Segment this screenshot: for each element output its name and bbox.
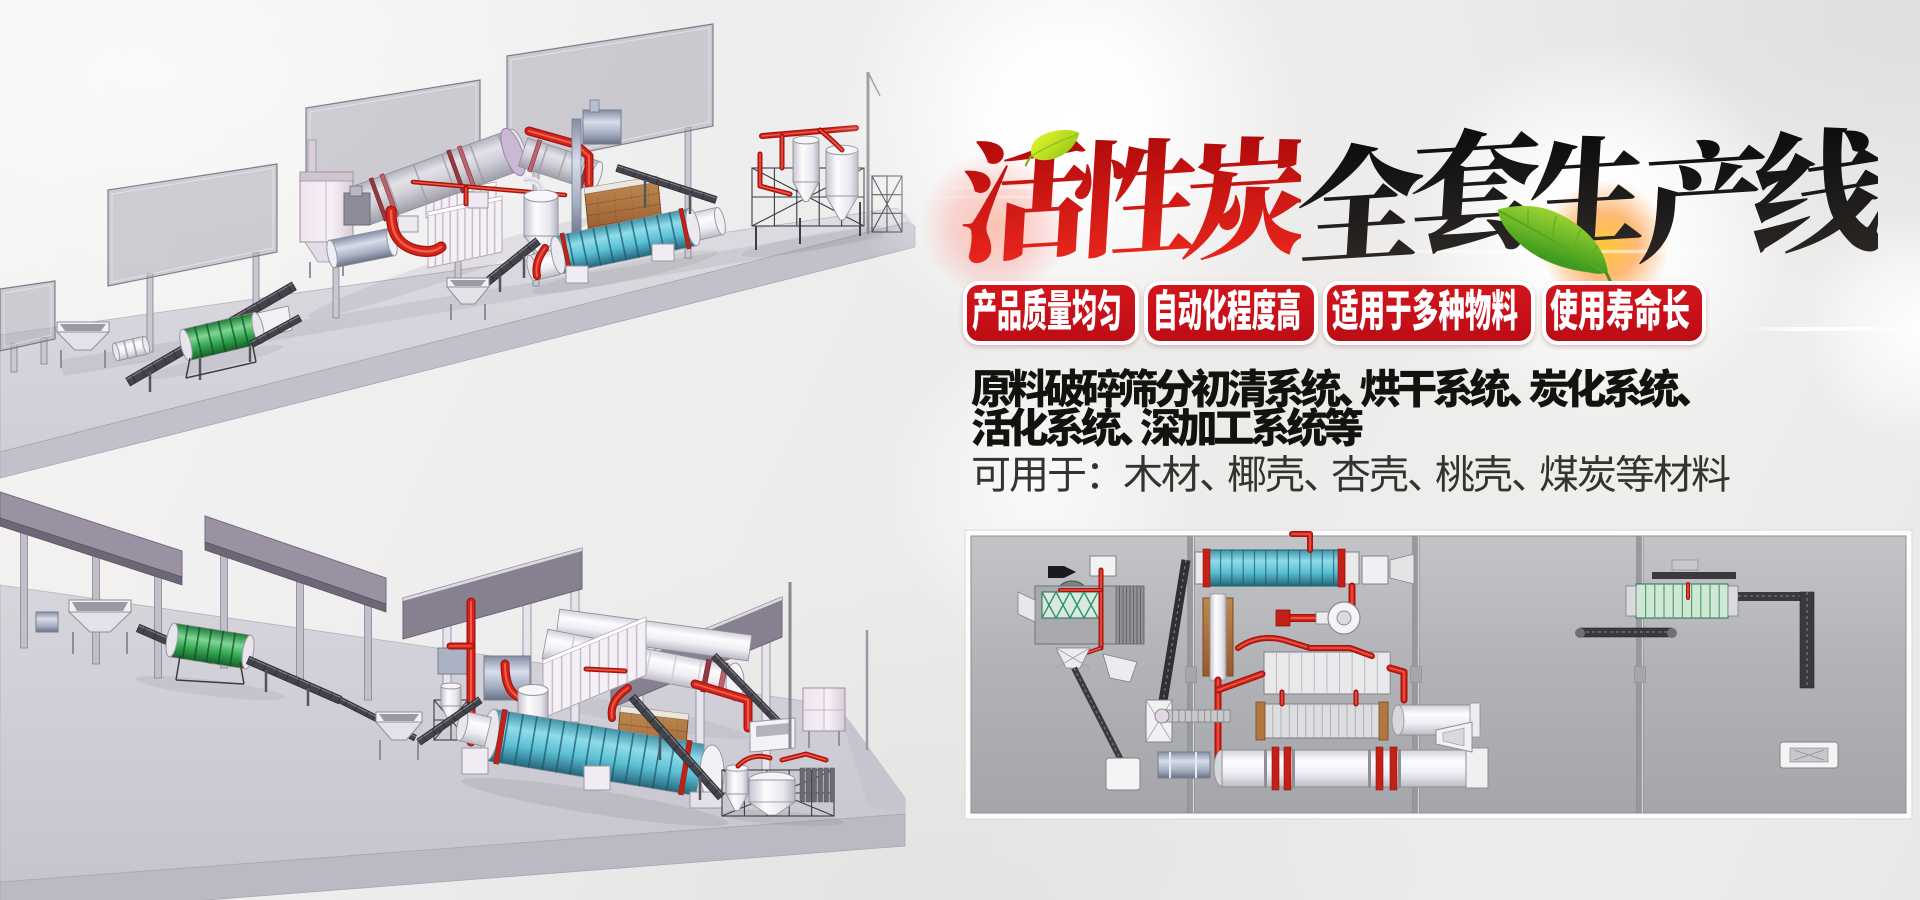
red-pipe xyxy=(757,151,793,197)
collection-bin xyxy=(749,717,796,753)
scene-bottom-production-line xyxy=(0,491,906,900)
panel-conveyor xyxy=(1071,666,1141,791)
badge-lifespan xyxy=(1542,281,1706,345)
tower-tank xyxy=(792,135,820,202)
dryer-drum-rear xyxy=(555,608,753,662)
panel-divider xyxy=(1634,535,1646,814)
red-pipe-elbow xyxy=(385,205,447,257)
panel-fan xyxy=(1275,601,1361,635)
title-black-text xyxy=(1292,118,1878,281)
panel-air-duct xyxy=(1435,721,1473,753)
panel-settling-chamber xyxy=(1263,651,1391,695)
cyclone-tank xyxy=(440,682,462,722)
feed-hopper xyxy=(55,321,111,368)
badge-materials xyxy=(1323,281,1535,345)
badge-label xyxy=(1548,279,1700,347)
red-pipe xyxy=(532,244,549,280)
cyclone-group xyxy=(721,751,835,817)
red-pipe xyxy=(1289,531,1313,553)
incline-conveyor xyxy=(416,696,483,746)
red-pipe xyxy=(1214,670,1266,694)
badge-automation xyxy=(1144,281,1318,345)
red-pipe xyxy=(779,751,829,763)
red-pipe xyxy=(1386,664,1408,704)
materials-line xyxy=(969,445,1739,508)
feeder-motor xyxy=(35,611,59,633)
canopy-roof xyxy=(204,515,387,701)
panel-hopper xyxy=(1102,653,1138,683)
wall-panel xyxy=(107,163,278,353)
feed-hopper xyxy=(67,599,133,654)
red-pipe xyxy=(690,679,753,733)
leaf-small-icon xyxy=(1024,129,1080,167)
red-pipe xyxy=(1307,645,1375,659)
panel-rotary-screen xyxy=(1255,689,1389,741)
mid-hopper xyxy=(445,277,491,320)
badge-label xyxy=(1330,279,1528,347)
badge-label xyxy=(1151,279,1311,347)
badge-quality xyxy=(963,281,1139,345)
discharge-conveyor xyxy=(628,693,725,801)
mini-drum xyxy=(112,335,150,362)
steep-conveyor xyxy=(483,237,542,292)
red-pipe-main xyxy=(524,126,594,189)
red-pipe xyxy=(735,753,773,769)
drum-support xyxy=(397,215,419,233)
scene-top-production-line xyxy=(0,23,916,479)
panel-right-line xyxy=(1575,559,1839,769)
drum-ring xyxy=(493,708,508,765)
drum-ring xyxy=(379,173,400,218)
cyan-stub-left xyxy=(455,710,492,748)
drum-head-box xyxy=(343,185,371,226)
description-line-1 xyxy=(969,359,1708,408)
crusher-screen-top xyxy=(1017,555,1145,669)
red-pipe xyxy=(1235,635,1313,651)
panel-screw-conveyor xyxy=(1154,708,1231,724)
screen-stand xyxy=(175,655,245,685)
activation-drum-cyan xyxy=(550,207,701,275)
title-red-text xyxy=(956,118,1301,283)
drum-ring xyxy=(678,207,692,250)
drum-pedestal xyxy=(565,243,675,284)
panel-cyan-drum xyxy=(1194,531,1415,622)
drum-ring xyxy=(527,139,543,173)
screen-out-conveyor xyxy=(249,314,303,348)
system-description xyxy=(969,359,1708,447)
bag-filter-cabinet xyxy=(802,687,846,748)
panel-long-dryer-drum xyxy=(1213,746,1489,791)
schematic-panel xyxy=(964,529,1913,820)
red-pipe xyxy=(583,666,628,674)
panel-brick-cylinder xyxy=(1202,593,1234,681)
hopper xyxy=(374,711,424,760)
drum-ring xyxy=(677,739,693,796)
tower-conveyor xyxy=(615,164,718,214)
badge-label xyxy=(970,279,1132,347)
red-pipe xyxy=(607,684,632,722)
description-line-2 xyxy=(969,398,1708,447)
panel-steel-cylinder xyxy=(1157,751,1211,779)
chimney-cabinet xyxy=(582,99,622,145)
wall-panel xyxy=(0,280,56,373)
steel-feeder xyxy=(326,227,398,269)
feature-badges xyxy=(963,281,1723,345)
drum-pedestal xyxy=(461,747,723,809)
transfer-conveyor xyxy=(245,655,343,706)
